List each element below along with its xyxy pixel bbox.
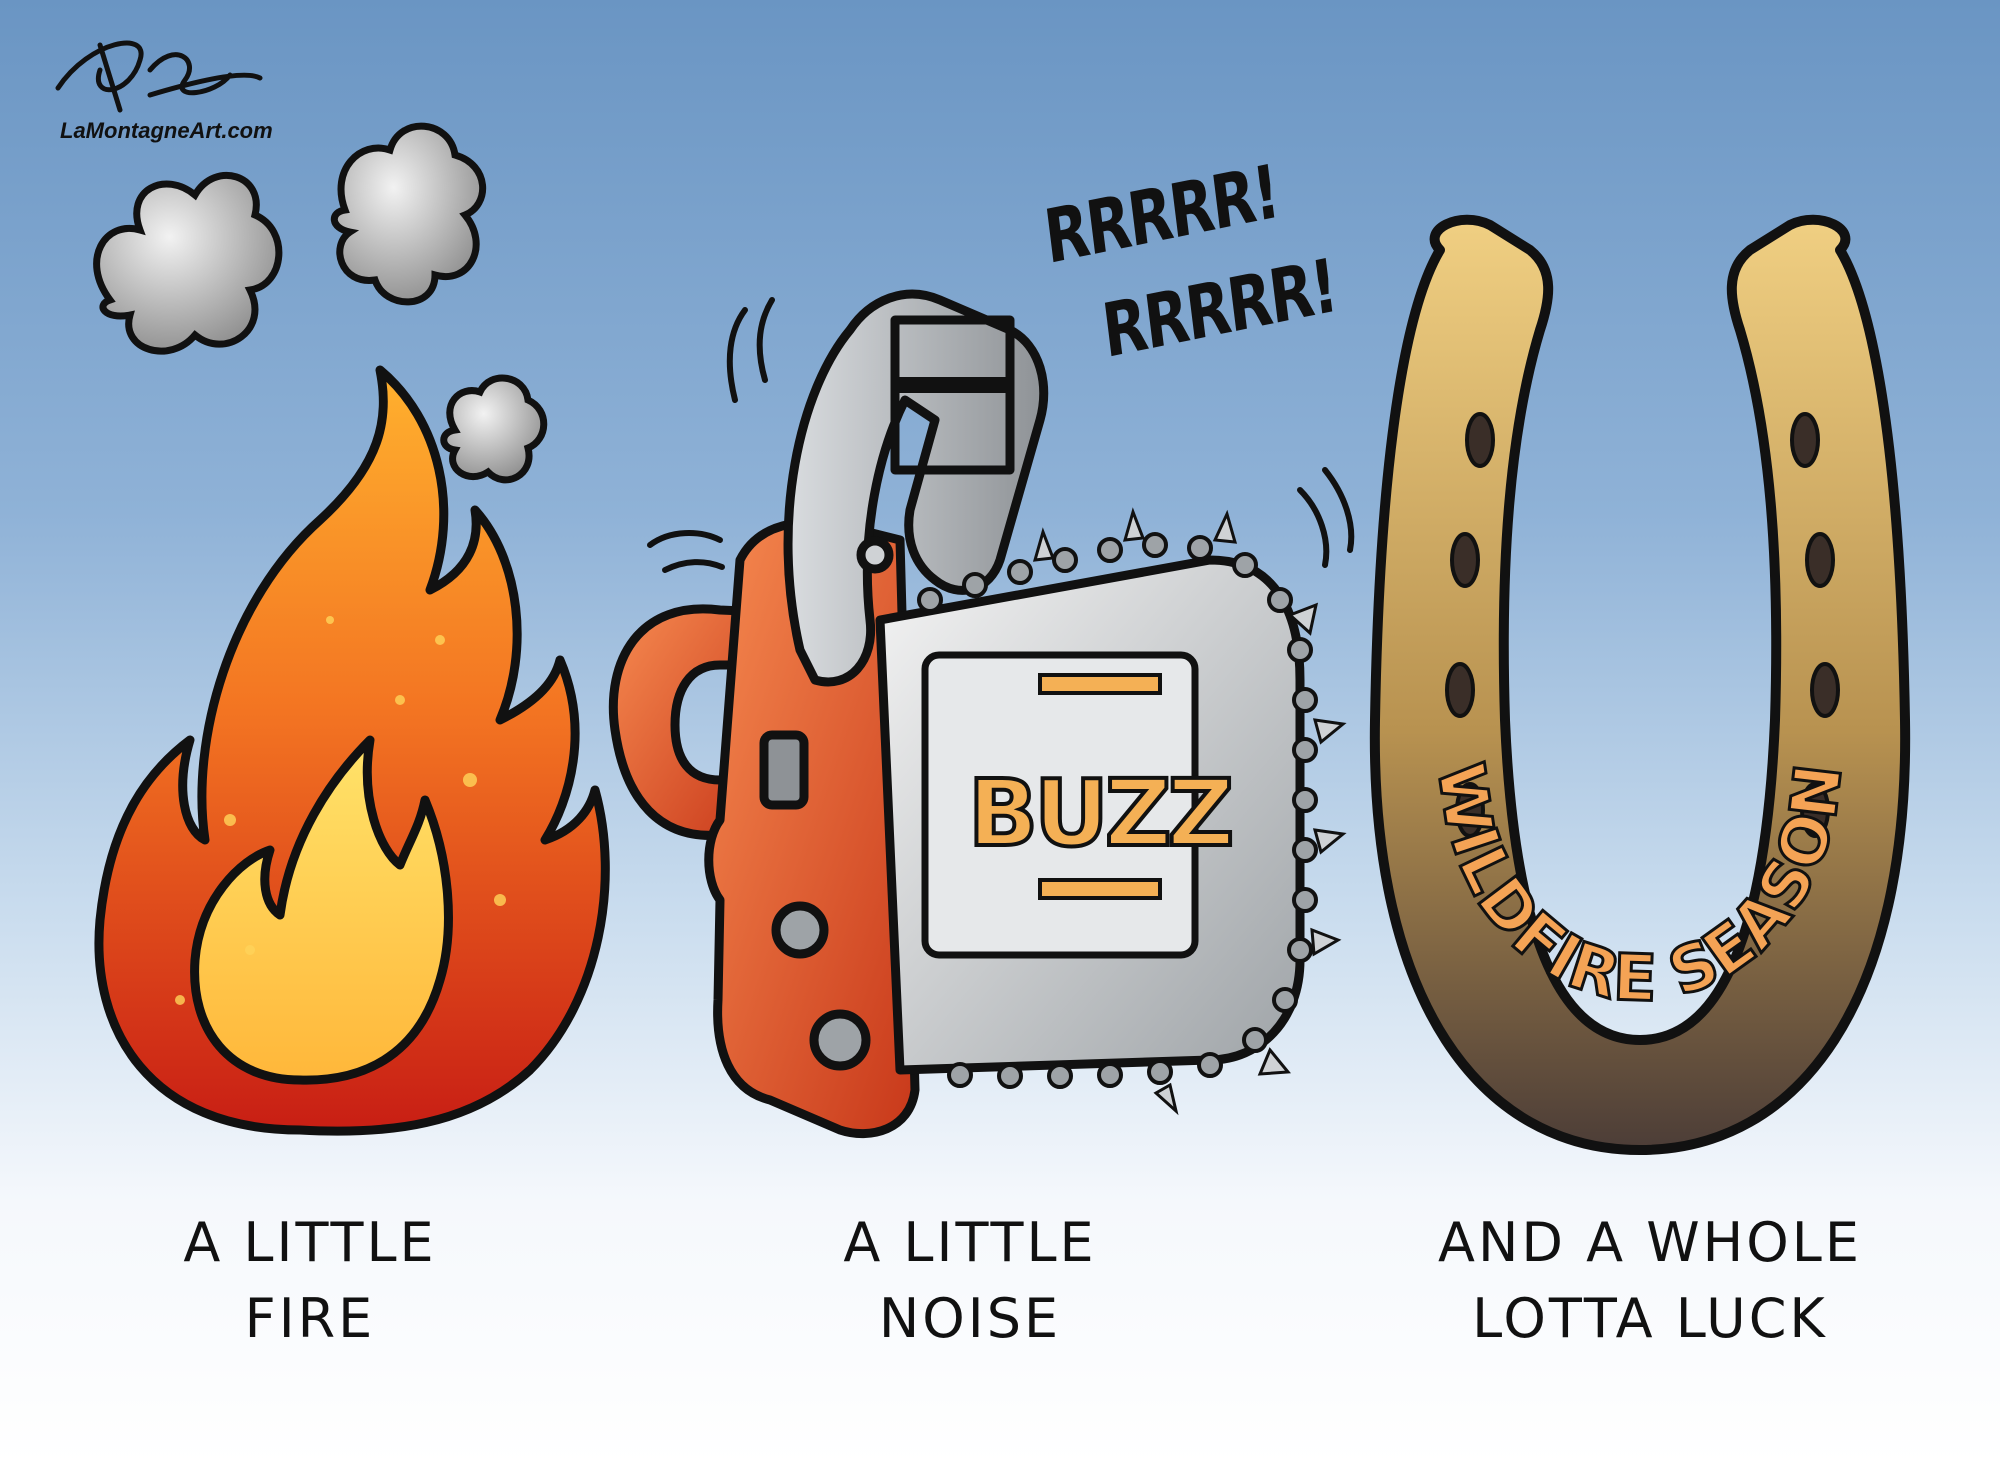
caption-line: A LITTLE — [183, 1211, 437, 1274]
chainsaw-brand: BUZZ — [968, 760, 1231, 867]
caption-line: A LITTLE — [843, 1211, 1097, 1274]
caption-line: NOISE — [878, 1287, 1062, 1350]
motion-lines — [647, 297, 1355, 573]
horseshoe-nail-holes — [1445, 412, 1840, 838]
horseshoe-icon — [1369, 214, 1911, 1155]
flame-icon — [94, 365, 610, 1136]
caption-fire: A LITTLE FIRE — [110, 1205, 510, 1357]
caption-line: FIRE — [244, 1287, 376, 1350]
chainsaw-icon — [608, 289, 1305, 1139]
artist-website: LaMontagneArt.com — [60, 118, 273, 143]
caption-line: LOTTA LUCK — [1472, 1287, 1828, 1350]
chainsaw-spikes — [1032, 507, 1347, 1116]
caption-line: AND A WHOLE — [1438, 1211, 1862, 1274]
brand-accent-lines — [1038, 673, 1162, 900]
smoke-icon — [93, 122, 548, 484]
signature-scribble — [55, 40, 263, 113]
flame-sparks — [175, 616, 506, 1005]
caption-luck: AND A WHOLE LOTTA LUCK — [1370, 1205, 1930, 1357]
chainsaw-chain — [917, 532, 1318, 1089]
caption-noise: A LITTLE NOISE — [770, 1205, 1170, 1357]
